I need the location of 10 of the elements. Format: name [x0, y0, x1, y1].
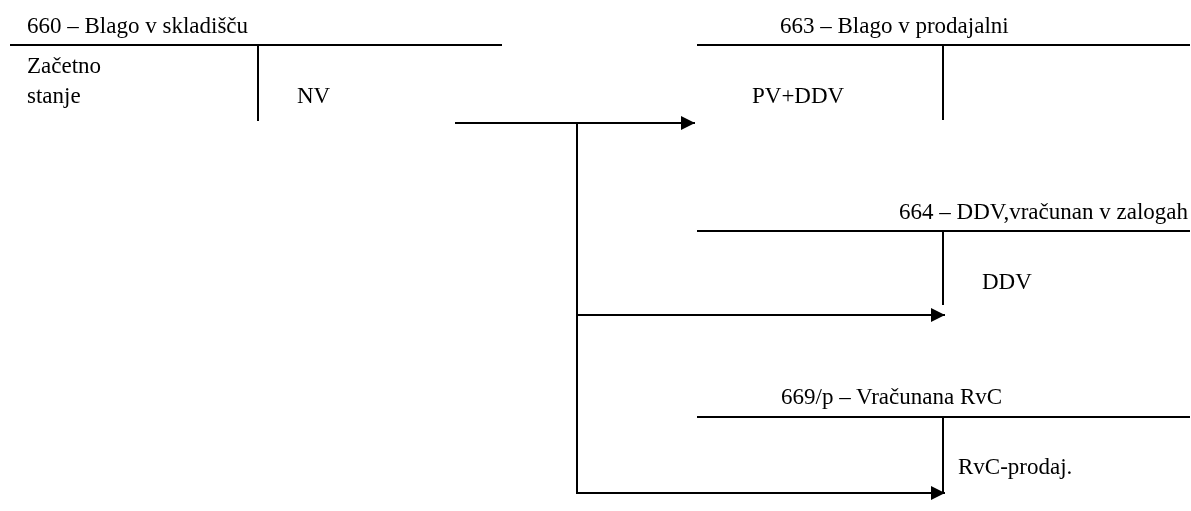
account-title: 663 – Blago v prodajalni	[780, 12, 1009, 40]
arrow	[454, 116, 696, 130]
account-entry: RvC-prodaj.	[958, 453, 1073, 481]
account-entry: NV	[297, 82, 331, 110]
account-title: 660 – Blago v skladišču	[27, 12, 249, 40]
account-title: 664 – DDV,vračunan v zalogah	[899, 198, 1188, 226]
account-title: 669/p – Vračunana RvC	[781, 383, 1003, 411]
account-entry: Začetno stanje	[27, 52, 103, 110]
account-entry: PV+DDV	[752, 82, 845, 110]
account-entry: DDV	[982, 268, 1032, 296]
